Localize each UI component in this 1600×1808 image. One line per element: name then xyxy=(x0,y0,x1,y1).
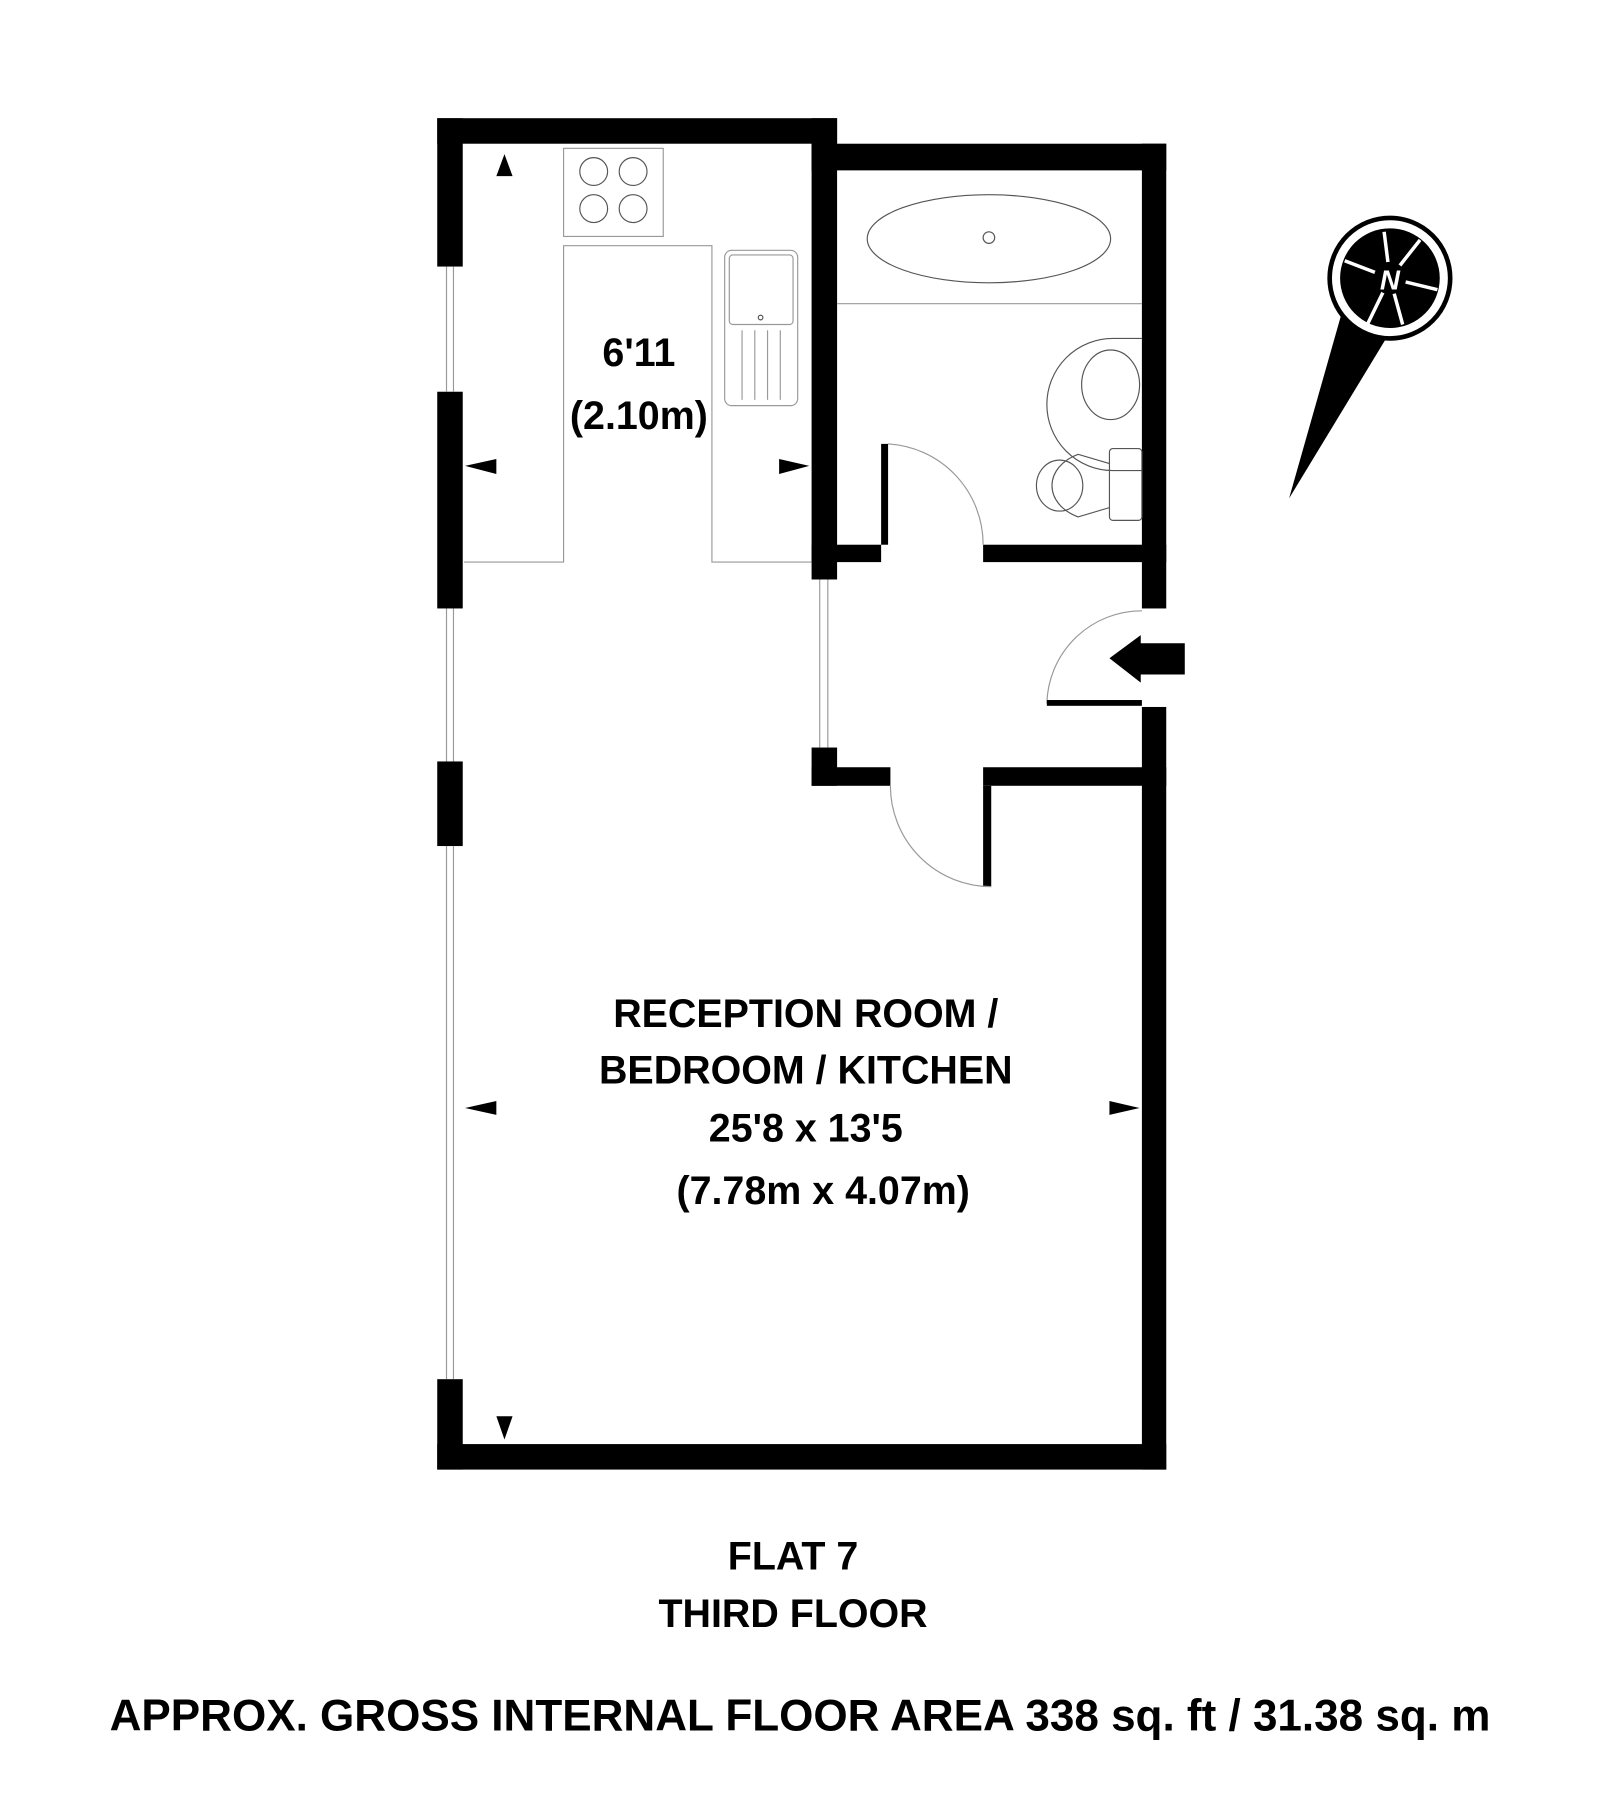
windows xyxy=(445,266,829,1380)
entrance-arrow-icon xyxy=(1109,635,1185,683)
reception-name-line1: RECEPTION ROOM / xyxy=(613,992,998,1036)
toilet-cistern xyxy=(1108,447,1143,521)
toilet-bowl xyxy=(1051,453,1110,518)
bathroom-fixtures xyxy=(837,194,1143,521)
walls xyxy=(437,118,1167,1470)
doors xyxy=(888,443,1142,888)
kitchen-dim-imperial: 6'11 xyxy=(602,331,675,375)
dimension-arrows xyxy=(465,154,1140,1440)
kitchen-fixtures xyxy=(463,147,812,563)
reception-label: RECEPTION ROOM / BEDROOM / KITCHEN 25'8 … xyxy=(599,992,1013,1213)
kitchen-dim-metric: (2.10m) xyxy=(570,394,708,438)
floor-area-label: APPROX. GROSS INTERNAL FLOOR AREA 338 sq… xyxy=(110,1691,1491,1740)
floor-level-label: THIRD FLOOR xyxy=(658,1592,927,1636)
north-compass-icon: N xyxy=(1289,215,1453,499)
reception-name-line2: BEDROOM / KITCHEN xyxy=(599,1049,1013,1093)
washbasin xyxy=(1046,337,1142,472)
bathtub xyxy=(866,194,1112,284)
reception-dim-metric: (7.78m x 4.07m) xyxy=(676,1169,969,1213)
kitchen-label: 6'11 (2.10m) xyxy=(570,331,708,438)
reception-dim-imperial: 25'8 x 13'5 xyxy=(709,1107,903,1151)
flat-label: FLAT 7 xyxy=(728,1534,859,1578)
compass-letter: N xyxy=(1380,265,1401,296)
